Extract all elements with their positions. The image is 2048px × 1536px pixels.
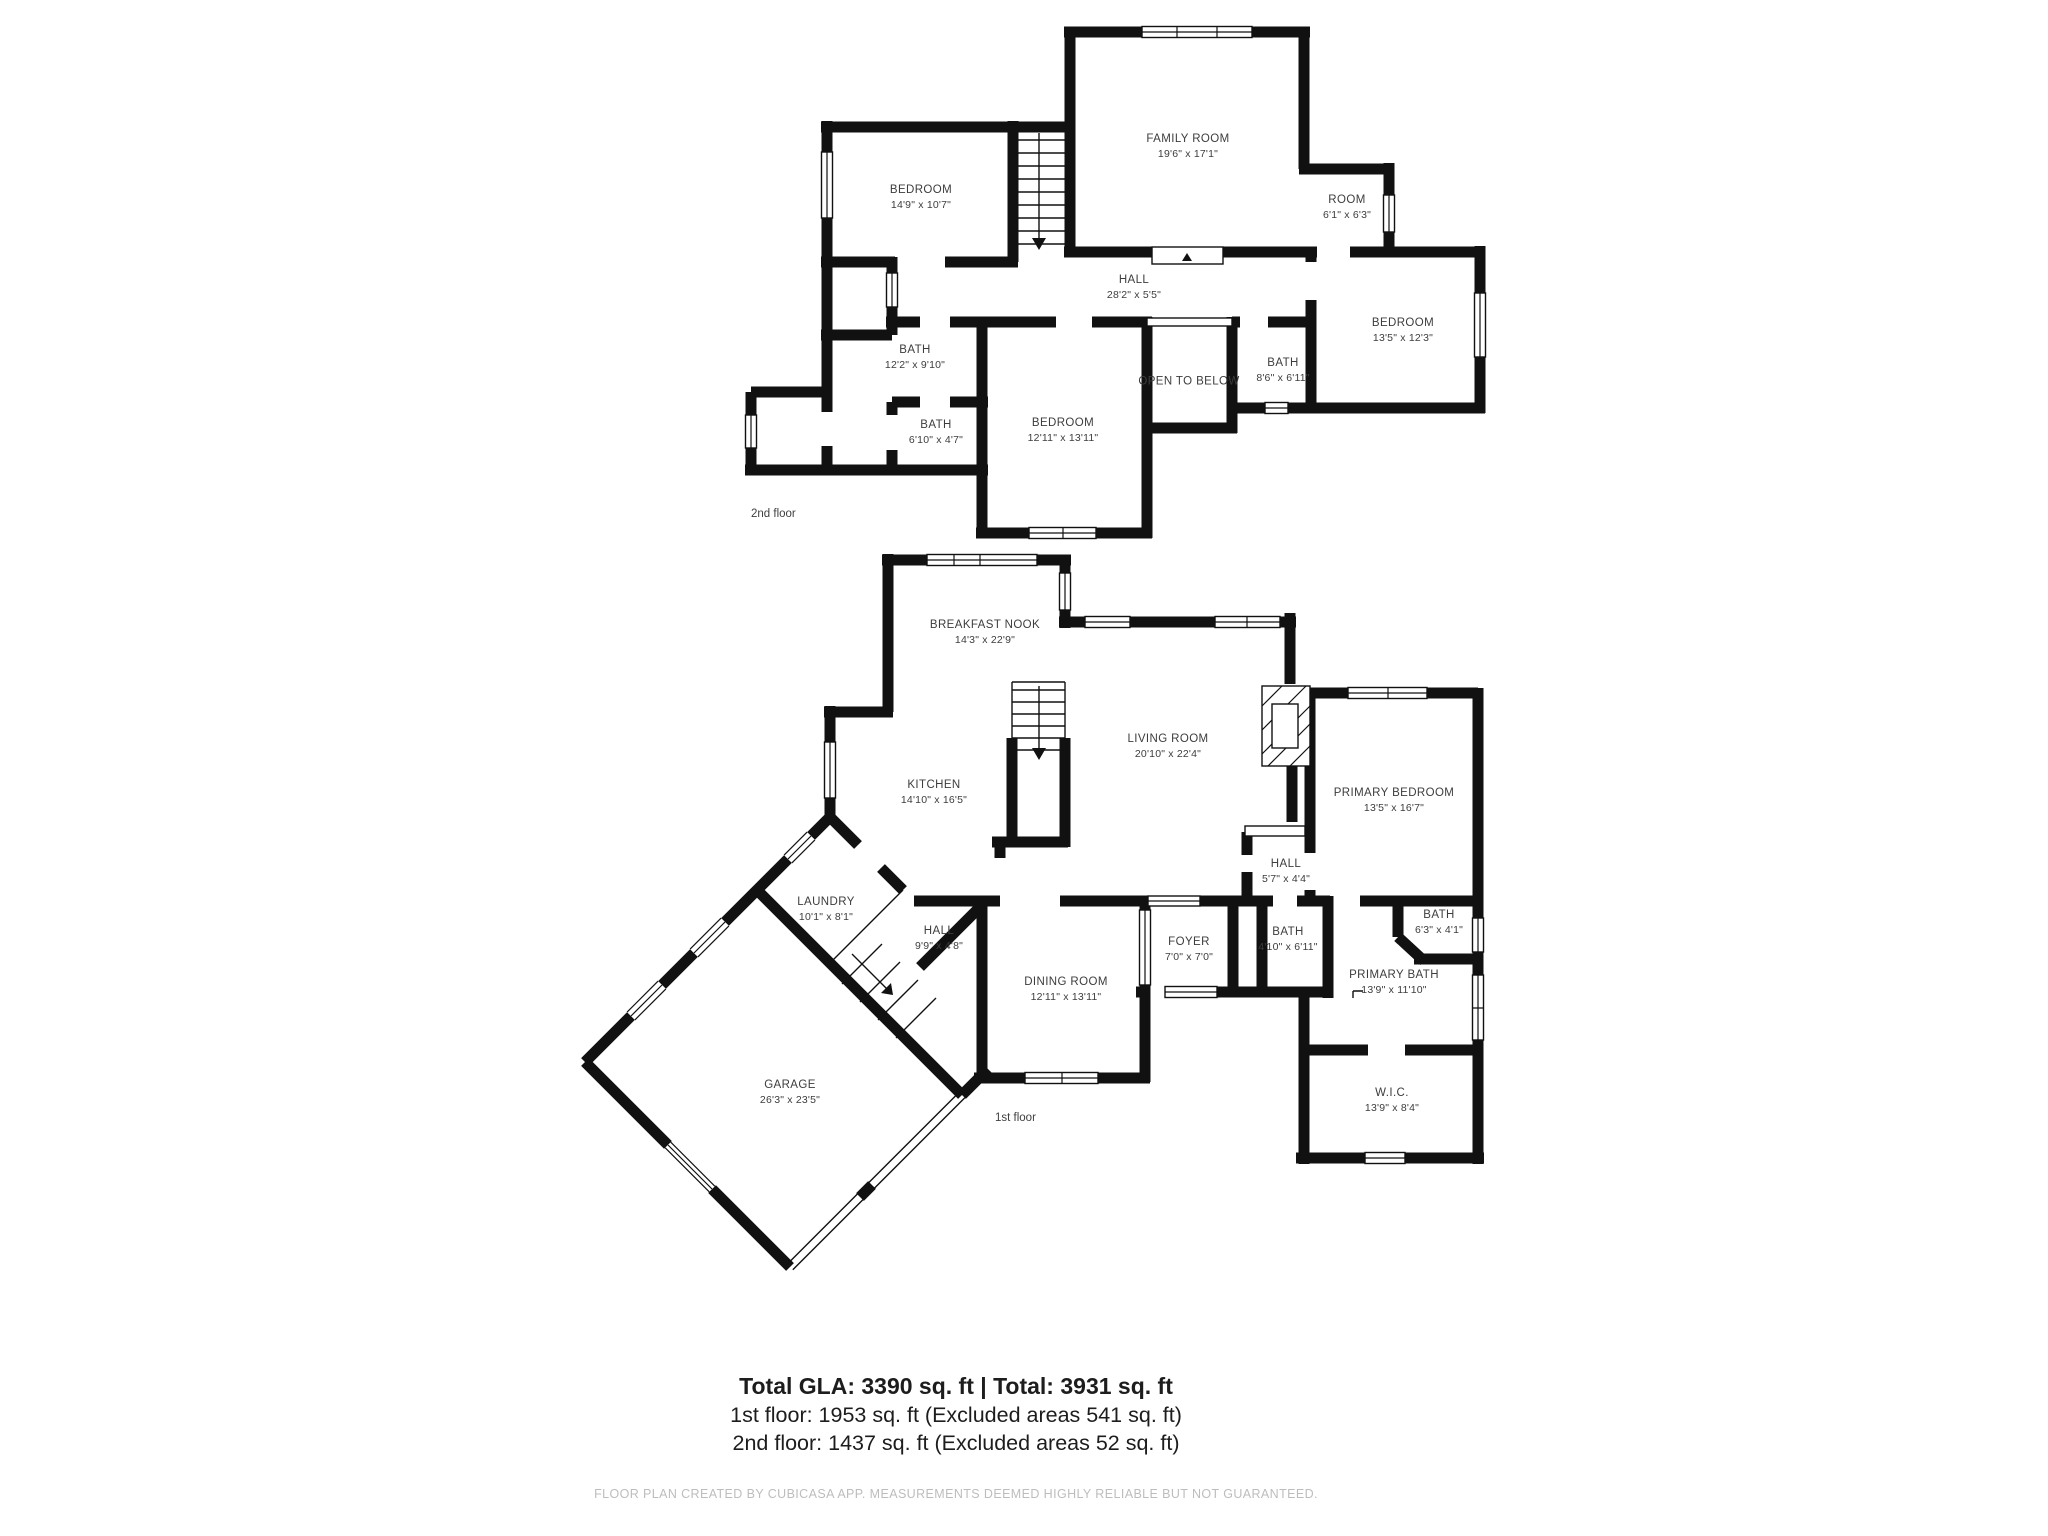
room-label-bath-right-2f: BATH 8'6" x 6'11" (1256, 357, 1310, 384)
room-label-bath-small-2f: BATH 6'10" x 4'7" (908, 419, 964, 446)
summary-total-gla: Total GLA: 3390 sq. ft | Total: 3931 sq.… (739, 1373, 1173, 1399)
room-label-hall-diag: HALL 9'9" x 4'8" (914, 925, 964, 952)
area-summary: Total GLA: 3390 sq. ft | Total: 3931 sq.… (356, 1372, 1556, 1457)
room-label-breakfast-nook: BREAKFAST NOOK 14'3" x 22'9" (929, 619, 1041, 646)
room-label-bedroom-topleft: BEDROOM 14'9" x 10'7" (889, 184, 953, 211)
room-label-bedroom-right: BEDROOM 13'5" x 12'3" (1371, 317, 1435, 344)
room-label-hall-2f: HALL 28'2" x 5'5" (1106, 274, 1162, 301)
room-label-primary-bedroom: PRIMARY BEDROOM 13'5" x 16'7" (1333, 787, 1455, 814)
room-label-bedroom-center: BEDROOM 12'11" x 13'11" (1027, 417, 1099, 444)
room-label-room-small: ROOM 6'1" x 6'3" (1322, 194, 1372, 221)
fireplace (1261, 685, 1311, 767)
room-label-family-room: FAMILY ROOM 19'6" x 17'1" (1146, 133, 1230, 160)
stairs-arrow-1f (1032, 748, 1046, 760)
room-label-open-to-below: OPEN TO BELOW (1138, 375, 1240, 388)
stairs-arrow-diag (881, 983, 893, 995)
windows-2nd-floor (744, 25, 1487, 540)
room-label-foyer: FOYER 7'0" x 7'0" (1164, 936, 1214, 963)
summary-2nd-floor: 2nd floor: 1437 sq. ft (Excluded areas 5… (732, 1431, 1180, 1455)
room-label-garage: GARAGE 26'3" x 23'5" (759, 1079, 821, 1106)
floor-tag-2nd: 2nd floor (751, 508, 796, 520)
room-label-wic: W.I.C. 13'9" x 8'4" (1364, 1087, 1420, 1114)
stairs-down-arrow-2f (1032, 238, 1046, 250)
floor-tag-1st: 1st floor (995, 1112, 1036, 1124)
room-label-primary-bath: PRIMARY BATH 13'9" x 11'10" (1349, 969, 1439, 996)
room-label-bath-small-1f: BATH 6'3" x 4'1" (1414, 909, 1464, 936)
windows-1st-floor (626, 553, 1485, 1193)
room-label-bath-mid: BATH 4'10" x 6'11" (1258, 926, 1318, 953)
floor-plan-1st-floor (581, 553, 1485, 1271)
hall-threshold (1244, 825, 1306, 837)
room-label-dining-room: DINING ROOM 12'11" x 13'11" (1024, 976, 1108, 1003)
open-to-below-railing (1146, 317, 1233, 327)
disclaimer-note: FLOOR PLAN CREATED BY CUBICASA APP. MEAS… (594, 1487, 1318, 1501)
room-label-hall-small: HALL 5'7" x 4'4" (1261, 858, 1311, 885)
room-label-living-room: LIVING ROOM 20'10" x 22'4" (1127, 733, 1209, 760)
room-label-laundry: LAUNDRY 10'1" x 8'1" (797, 896, 855, 923)
room-label-bath-large: BATH 12'2" x 9'10" (884, 344, 946, 371)
floor-plan-2nd-floor (744, 25, 1487, 540)
room-label-kitchen: KITCHEN 14'10" x 16'5" (900, 779, 968, 806)
summary-1st-floor: 1st floor: 1953 sq. ft (Excluded areas 5… (730, 1403, 1182, 1427)
